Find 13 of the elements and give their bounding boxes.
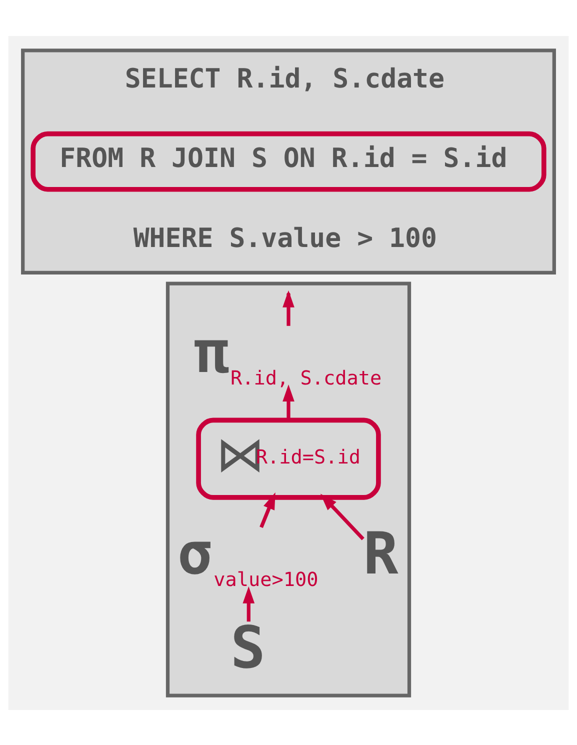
- node-text: S: [230, 613, 266, 682]
- arrow: [282, 384, 294, 420]
- node-text: π: [194, 317, 230, 386]
- cluster: [166, 281, 412, 697]
- node-text: R: [363, 518, 398, 587]
- arrow: [320, 493, 364, 540]
- node-label: value>100: [214, 567, 318, 590]
- arrow: [282, 290, 294, 326]
- node-label: R.id, S.cdate: [230, 366, 382, 389]
- arrow: [260, 492, 276, 528]
- arrow: [242, 586, 255, 622]
- node-text: σ: [177, 518, 212, 587]
- node-box: FROM R JOIN S ON R.id = S.id: [30, 130, 546, 192]
